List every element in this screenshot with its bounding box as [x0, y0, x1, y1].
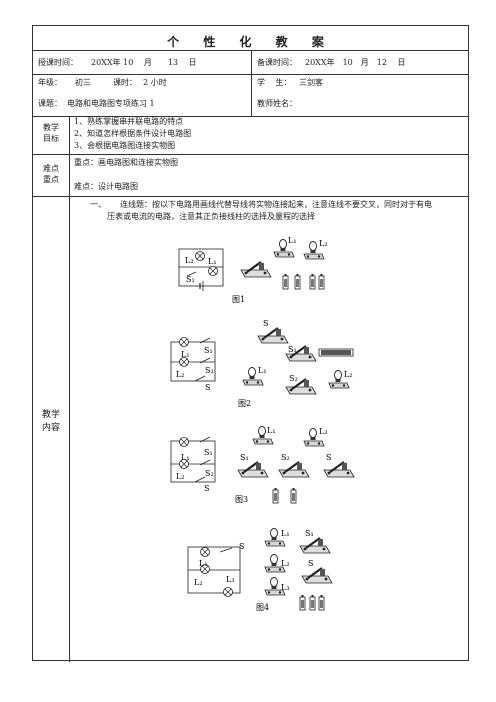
- fig4-label: L₁: [281, 529, 290, 538]
- fig2-caption: 图2: [238, 399, 251, 408]
- objective-item: 3、会根据电路图连接实物图: [74, 141, 176, 150]
- fig1-caption: 图1: [232, 295, 245, 304]
- fig2-label: L₁: [258, 366, 267, 375]
- fig1-label: S₁: [186, 275, 195, 284]
- keypoints-row: 难点 重点 重点：画电路图和连接实物图 难点：设计电路图: [33, 155, 468, 197]
- fig3-label: S: [204, 484, 209, 493]
- fig4-label: L₂: [281, 559, 290, 568]
- difficult-point: 难点：设计电路图: [74, 182, 138, 191]
- content-row: 教学 内容 一、 连线题：按以下电路用画线代替导线将实物连接起来，注意连线不要交…: [33, 197, 468, 662]
- figure-4: L₁ L₂ L₃ S L₁ S₁ L₂ S L₃ 图4: [187, 528, 334, 612]
- figure-3: S₁ L₁ L₂ S₂ S L₁ L₂ S₁ S₂ S 图3: [170, 426, 356, 504]
- fig1-label: L₁: [288, 236, 297, 245]
- fig4-label: L₃: [226, 575, 235, 584]
- fig3-label: S: [326, 453, 331, 462]
- fig2-label: S₂: [205, 366, 214, 375]
- student-label: 学 生：: [257, 78, 292, 87]
- fig4-label: L₃: [281, 583, 290, 592]
- keypoints-label: 难点 重点: [43, 164, 59, 184]
- title-row: [33, 26, 468, 51]
- info-row: 年级： 初三 课时： 2 小时 学 生： 三剑客 课题： 电路和电路图专项练习 …: [33, 75, 468, 117]
- hours-label: 课时：: [113, 78, 137, 87]
- fig3-label: S₂: [205, 469, 214, 478]
- fig4-label: S₁: [305, 529, 314, 538]
- instruction-line-2: 压表或电流的电路，注意其正负接线柱的选择及量程的选择: [107, 212, 315, 221]
- topic-value: 电路和电路图专项练习 1: [67, 99, 155, 108]
- section-number: 一、: [90, 200, 106, 209]
- fig3-label: S₂: [281, 453, 290, 462]
- objectives-row: 教学 目标 1、熟练掌握串并联电路的特点 2、知道怎样根据条件设计电路图 3、会…: [33, 117, 468, 155]
- fig2-label: L₂: [176, 370, 185, 379]
- grade-value: 初三: [75, 78, 91, 87]
- fig1-label: L₂: [319, 239, 328, 248]
- fig2-label: S: [263, 319, 268, 328]
- fig3-label: L₁: [267, 426, 276, 435]
- fig2-label: S₁: [204, 346, 213, 355]
- fig4-label: S: [239, 542, 244, 551]
- fig3-caption: 图3: [235, 495, 248, 504]
- student-value: 三剑客: [299, 78, 323, 87]
- content-label: 教学 内容: [41, 410, 60, 433]
- key-point: 重点：画电路图和连接实物图: [74, 158, 178, 167]
- instruction-line-1: 连线题：按以下电路用画线代替导线将实物连接起来，注意连线不要交叉，同时对于有电: [120, 200, 432, 209]
- objective-item: 2、知道怎样根据条件设计电路图: [74, 129, 192, 138]
- fig3-label: S₁: [240, 453, 249, 462]
- figure-2: L₁ S₁ L₂ S₂ S S S₁ L₁ S₂ L₂ 图2: [170, 319, 354, 408]
- objective-item: 1、熟练掌握串并联电路的特点: [74, 117, 184, 126]
- fig2-label: L₂: [344, 370, 353, 379]
- teacher-label: 教师姓名：: [257, 99, 297, 108]
- teach-time-value: 20XX年 10 月 13 日: [91, 58, 197, 67]
- fig3-label: L₂: [319, 427, 328, 436]
- fig2-label: S₂: [289, 374, 298, 383]
- fig2-label: S: [205, 383, 210, 392]
- objectives-label: 教学 目标: [43, 123, 59, 143]
- fig4-label: L₂: [194, 578, 203, 587]
- prep-time-label: 备课时间：: [257, 58, 297, 67]
- prep-time-value: 20XX年 10 月 12 日: [305, 58, 406, 67]
- fig3-label: L₂: [176, 472, 185, 481]
- page-title: 个 性 化 教 案: [167, 35, 334, 49]
- lesson-plan-table: 个 性 化 教 案 授课时间： 20XX年 10 月 13 日 备课时间： 20…: [32, 25, 469, 662]
- teach-time-label: 授课时间：: [38, 58, 78, 67]
- fig4-label: S: [308, 559, 313, 568]
- fig3-label: S₁: [204, 448, 213, 457]
- fig2-label: L₁: [181, 350, 190, 359]
- fig1-label: L₂: [185, 256, 194, 265]
- topic-label: 课题：: [38, 99, 62, 108]
- fig2-label: S₁: [288, 345, 297, 354]
- time-row: 授课时间： 20XX年 10 月 13 日 备课时间： 20XX年 10 月 1…: [33, 51, 468, 75]
- fig1-label: L₁: [208, 257, 217, 266]
- fig4-caption: 图4: [256, 603, 269, 612]
- fig4-label: L₁: [199, 559, 208, 568]
- figure-1: L₂ L₁ S₁ L₁ L₂ 图1: [178, 236, 328, 304]
- grade-label: 年级：: [38, 78, 62, 87]
- fig3-label: L₁: [181, 453, 190, 462]
- hours-value: 2 小时: [143, 78, 167, 87]
